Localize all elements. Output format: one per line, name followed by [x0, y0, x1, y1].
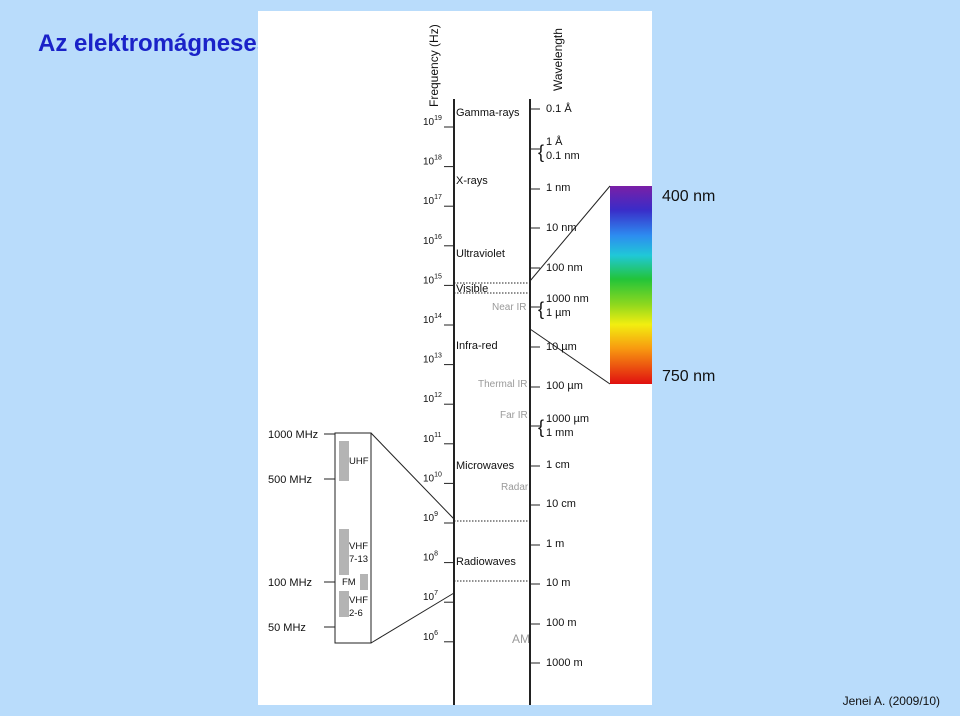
frequency-tick-label: 1015: [423, 273, 442, 286]
radio-detail-box: [334, 432, 372, 644]
wavelength-label: 0.1 Å: [546, 102, 572, 115]
radio-scale-label: 50 MHz: [268, 622, 306, 634]
visible-connector-top: [529, 185, 611, 282]
wavelength-label: 10 µm: [546, 341, 577, 353]
wavelength-label: 1 nm: [546, 182, 570, 194]
radio-band-label: 2-6: [349, 608, 363, 619]
visible-750nm-label: 750 nm: [662, 368, 716, 385]
radio-band-label: UHF: [349, 456, 369, 467]
band-label: X-rays: [456, 175, 488, 187]
radio-zoom-line-top: [370, 432, 455, 520]
credit: Jenei A. (2009/10): [842, 694, 940, 708]
sub-band-label: AM: [512, 632, 530, 646]
frequency-tick-label: 1018: [423, 155, 442, 168]
radio-band-block: [339, 529, 349, 575]
frequency-tick-label: 1010: [423, 471, 442, 484]
band-label: Visible: [456, 283, 488, 295]
radio-band-label: FM: [342, 577, 356, 588]
frequency-axis-header: Frequency (Hz): [427, 24, 441, 107]
frequency-tick-label: 1013: [423, 353, 442, 366]
frequency-tick-label: 1014: [423, 313, 442, 326]
sub-band-label: Radar: [501, 482, 529, 493]
sub-band-label: Near IR: [492, 302, 526, 313]
band-label: Microwaves: [456, 460, 515, 472]
sub-band-label: Far IR: [500, 410, 528, 421]
wavelength-pair-brace: {: [538, 142, 544, 162]
band-label: Infra-red: [456, 340, 498, 352]
frequency-tick-label: 1019: [423, 115, 442, 128]
sub-band-label: Thermal IR: [478, 379, 527, 390]
radio-scale-label: 100 MHz: [268, 577, 312, 589]
radio-scale-label: 1000 MHz: [268, 429, 318, 441]
wavelength-label: 1 m: [546, 538, 564, 550]
wavelength-label: 10 m: [546, 577, 570, 589]
wavelength-label: 1 µm: [546, 307, 571, 319]
radio-band-label: VHF: [349, 541, 368, 552]
band-label: Ultraviolet: [456, 248, 505, 260]
wavelength-label: 1000 µm: [546, 413, 589, 425]
visible-spectrum-bar: [610, 186, 652, 384]
radio-zoom-line-bottom: [370, 592, 455, 644]
radio-band-block: [339, 591, 349, 617]
spectrum-svg: Frequency (Hz) Wavelength 1019 1018 1017 1016…: [268, 24, 652, 705]
radio-band-block: [360, 574, 368, 590]
radio-scale-label: 500 MHz: [268, 474, 312, 486]
wavelength-label: 100 nm: [546, 262, 583, 274]
frequency-tick-label: 108: [423, 551, 438, 564]
frequency-tick-label: 1011: [423, 432, 441, 445]
frequency-tick-label: 107: [423, 590, 438, 603]
visible-connector-bottom: [529, 328, 611, 385]
wavelength-label: 10 cm: [546, 498, 576, 510]
radio-band-label: VHF: [349, 595, 368, 606]
wavelength-label: 100 m: [546, 617, 577, 629]
frequency-tick-label: 109: [423, 511, 438, 524]
wavelength-label: 1 mm: [546, 427, 574, 439]
wavelength-label: 0.1 nm: [546, 150, 580, 162]
frequency-tick-label: 1017: [423, 194, 442, 207]
wavelength-label: 1000 m: [546, 657, 583, 669]
radio-band-label: 7-13: [349, 554, 368, 565]
wavelength-label: 10 nm: [546, 222, 577, 234]
band-label: Gamma-rays: [456, 107, 520, 119]
frequency-tick-label: 1016: [423, 234, 442, 247]
wavelength-label: 100 µm: [546, 380, 583, 392]
wavelength-label: 1000 nm: [546, 293, 589, 305]
frequency-tick-label: 1012: [423, 392, 442, 405]
wavelength-pair-brace: {: [538, 299, 544, 319]
spectrum-diagram: Frequency (Hz) Wavelength 1019 1018 1017 1016…: [258, 11, 652, 705]
wavelength-label: 1 cm: [546, 459, 570, 471]
radio-band-block: [339, 441, 349, 481]
frequency-tick-label: 106: [423, 630, 438, 643]
wavelength-axis-header: Wavelength: [551, 28, 565, 91]
visible-400nm-label: 400 nm: [662, 188, 716, 205]
band-label: Radiowaves: [456, 556, 516, 568]
wavelength-pair-brace: {: [538, 417, 544, 437]
wavelength-label: 1 Å: [546, 135, 563, 148]
